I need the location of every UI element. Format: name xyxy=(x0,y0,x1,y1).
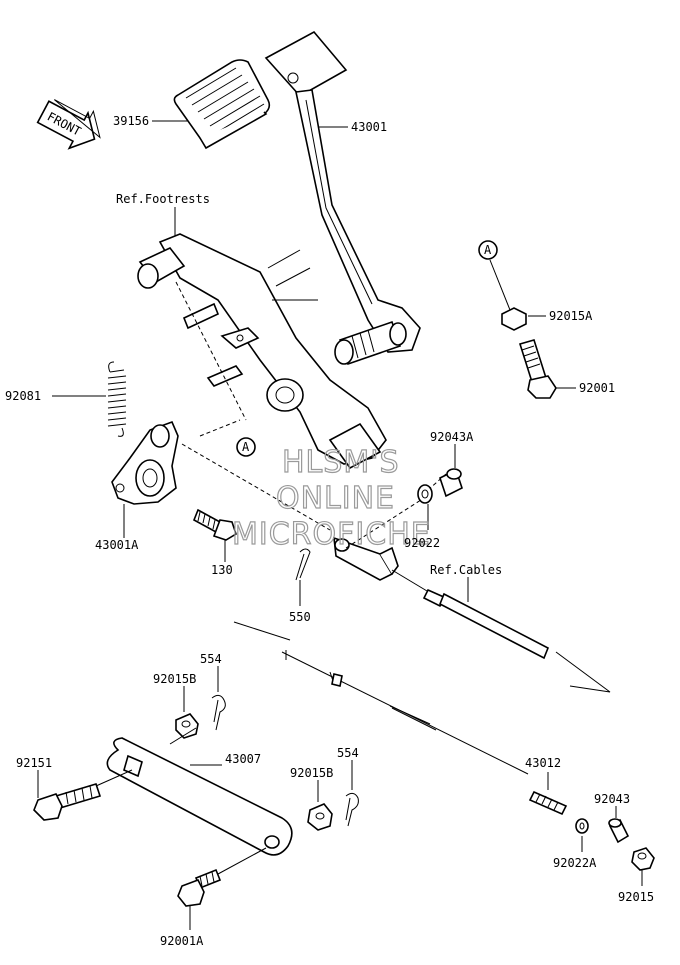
cotter-pin-550 xyxy=(295,548,311,581)
collar xyxy=(266,378,304,412)
label-92001: 92001 xyxy=(579,381,615,395)
pin-92043A xyxy=(439,468,463,498)
brake-cable xyxy=(391,569,550,660)
label-92015B-left: 92015B xyxy=(153,672,196,686)
label-43007: 43007 xyxy=(225,752,261,766)
clip-554-right xyxy=(345,792,359,827)
nut-92015B-left xyxy=(175,713,199,739)
label-92081: 92081 xyxy=(5,389,41,403)
label-ref-cables: Ref.Cables xyxy=(430,563,502,577)
washer-clip xyxy=(220,327,260,349)
washer-92022A xyxy=(575,818,589,834)
footrest-bracket xyxy=(137,233,387,470)
label-554-left: 554 xyxy=(200,652,222,666)
callout-a-bracket: A xyxy=(236,437,256,457)
label-130: 130 xyxy=(211,563,233,577)
washer-92022 xyxy=(417,484,433,504)
label-92001A: 92001A xyxy=(160,934,204,948)
label-92022A: 92022A xyxy=(553,856,597,870)
watermark-line-3: MICROFICHE xyxy=(232,517,431,552)
label-92022: 92022 xyxy=(404,536,440,550)
link-plate-43007 xyxy=(106,737,293,856)
nut-92015A xyxy=(501,307,527,331)
label-92151: 92151 xyxy=(16,756,52,770)
cable-clevis xyxy=(333,536,399,581)
watermark-line-1: HLSM'S xyxy=(282,445,400,480)
pedal-pad-39156 xyxy=(173,59,271,150)
clip-554-left xyxy=(211,694,226,731)
label-92015A: 92015A xyxy=(549,309,593,323)
pin-92043 xyxy=(608,818,630,844)
label-43001: 43001 xyxy=(351,120,387,134)
label-39156: 39156 xyxy=(113,114,149,128)
svg-text:A: A xyxy=(242,440,250,454)
label-92043A: 92043A xyxy=(430,430,474,444)
pivot-shaft xyxy=(334,320,407,366)
label-92015B-right: 92015B xyxy=(290,766,333,780)
brake-rod-43012 xyxy=(281,650,529,775)
watermark-line-2: ONLINE xyxy=(276,481,395,516)
bolt-92001 xyxy=(518,339,557,399)
label-550: 550 xyxy=(289,610,311,624)
threaded-end-43012 xyxy=(528,790,568,816)
washer-small xyxy=(206,365,244,387)
label-554-right: 554 xyxy=(337,746,359,760)
pin xyxy=(182,302,220,330)
watermark: HLSM'S ONLINE MICROFICHE xyxy=(231,444,431,552)
bolt-130 xyxy=(192,508,237,541)
nut-92015B-right xyxy=(307,803,333,831)
nut-92015 xyxy=(631,847,655,871)
brake-pedal-arm-43001 xyxy=(264,30,421,353)
bolt-92001A xyxy=(177,868,222,907)
lever-arm-43001A xyxy=(111,420,179,505)
label-92015: 92015 xyxy=(618,890,654,904)
label-43012: 43012 xyxy=(525,756,561,770)
label-43001A: 43001A xyxy=(95,538,139,552)
label-ref-footrests: Ref.Footrests xyxy=(116,192,210,206)
svg-text:A: A xyxy=(484,243,492,257)
front-arrow-icon: FRONT xyxy=(36,99,101,150)
label-92043: 92043 xyxy=(594,792,630,806)
callout-a-right: A xyxy=(478,240,498,260)
bolt-92151 xyxy=(33,783,102,821)
return-spring-92081 xyxy=(107,361,127,437)
